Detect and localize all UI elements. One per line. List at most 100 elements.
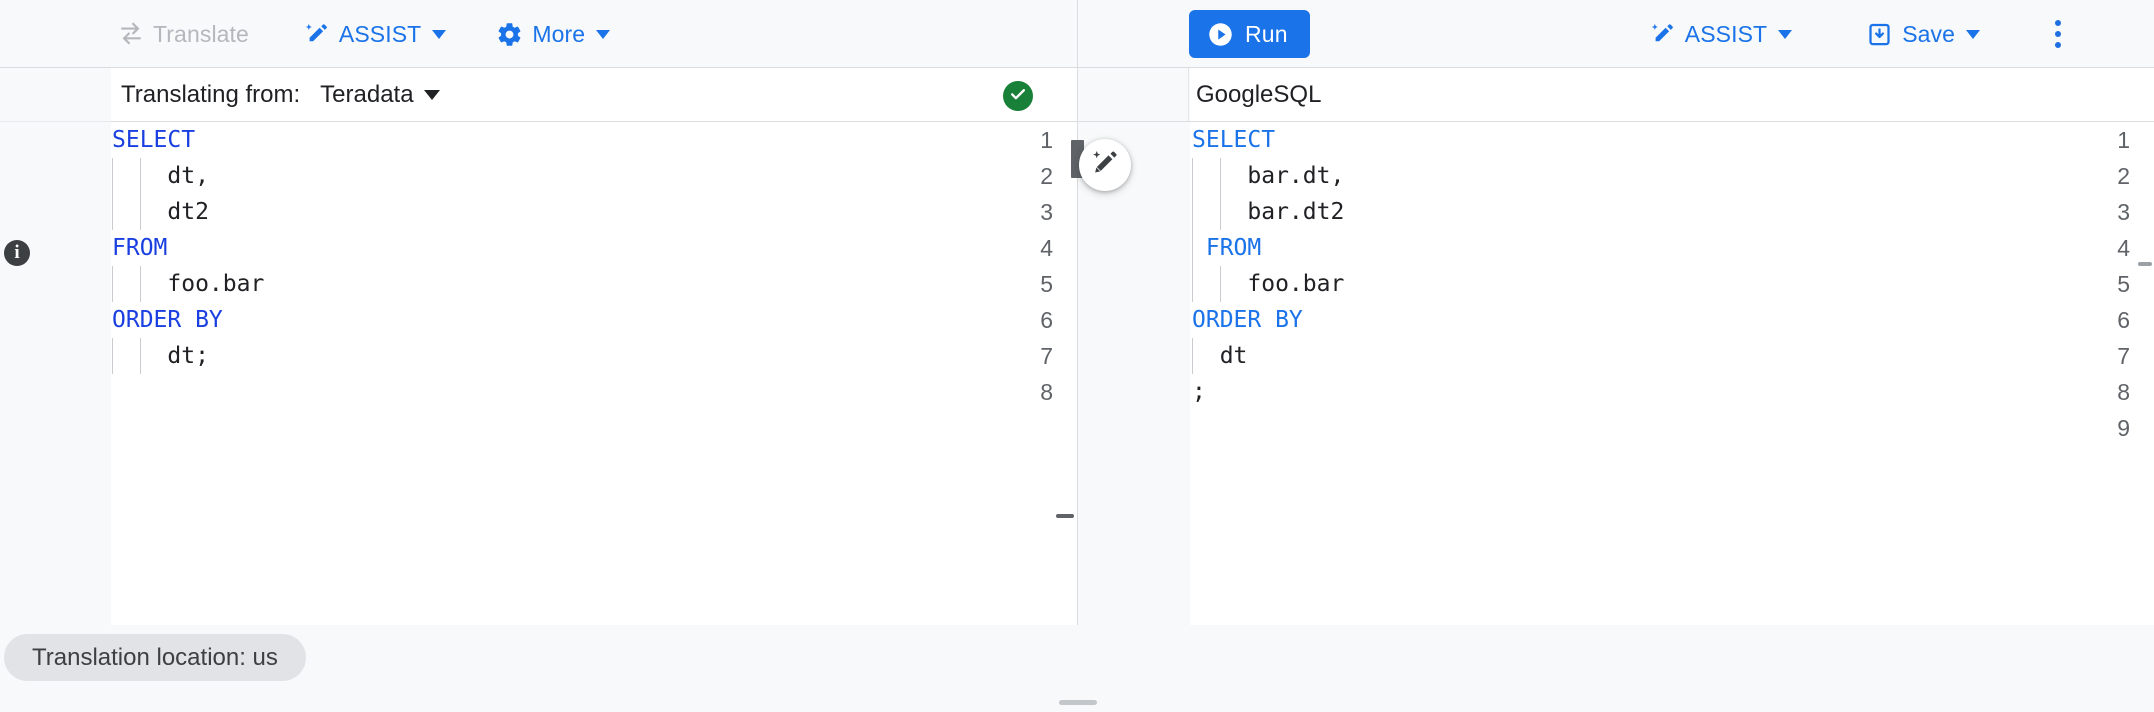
line-number: 3	[1040, 199, 1053, 225]
code-text[interactable]: ORDER BY	[1192, 307, 1303, 333]
source-scrollbar-thumb[interactable]	[1056, 514, 1074, 518]
code-text[interactable]: FROM	[112, 235, 168, 261]
code-line[interactable]: 2 bar.dt,	[1078, 158, 2154, 194]
target-dialect-value: GoogleSQL	[1196, 81, 1322, 108]
top-toolbar: Translate ASSIST	[0, 0, 2154, 68]
code-text[interactable]: ;	[1192, 379, 1206, 405]
code-line[interactable]: 7 dt	[1078, 338, 2154, 374]
save-disk-icon	[1866, 21, 1893, 48]
indent-guide	[112, 338, 113, 374]
code-text[interactable]: SELECT	[1192, 127, 1276, 153]
save-button[interactable]: Save	[1856, 12, 1990, 56]
indent-guide	[139, 338, 141, 374]
code-line[interactable]: 1 SELECT	[0, 122, 1077, 158]
header-underline	[111, 121, 2154, 122]
editor-header-row: Translating from: Teradata GoogleSQL	[0, 68, 2154, 122]
source-dialect-value: Teradata	[320, 81, 414, 108]
toolbar-vertical-divider	[1077, 0, 1078, 68]
magic-pencil-icon	[303, 21, 330, 48]
assist-button-left[interactable]: ASSIST	[293, 12, 456, 56]
header-divider-1	[1077, 68, 1078, 122]
line-number: 7	[1040, 343, 1053, 369]
pane-splitter[interactable]	[1077, 122, 1078, 625]
gear-icon	[496, 21, 523, 48]
code-text[interactable]: bar.dt2	[1192, 199, 1345, 225]
code-text[interactable]: dt	[1192, 343, 1248, 369]
magic-pencil-icon	[1649, 21, 1676, 48]
indent-guide	[112, 266, 113, 302]
translation-location-label: Translation location: us	[32, 643, 278, 671]
indent-guide	[1192, 338, 1193, 374]
code-line[interactable]: 2 dt,	[0, 158, 1077, 194]
code-text[interactable]: bar.dt,	[1192, 163, 1345, 189]
vertical-scrollbar-thumb[interactable]	[2138, 262, 2152, 266]
code-line[interactable]: 5 foo.bar	[0, 266, 1077, 302]
more-button-label: More	[532, 20, 586, 47]
translation-status-badge	[1003, 81, 1033, 111]
code-text[interactable]: foo.bar	[112, 271, 265, 297]
translation-location-chip[interactable]: Translation location: us	[4, 634, 306, 681]
toolbar-right-group: Run ASSIST	[1078, 0, 2154, 68]
source-dialect-selector[interactable]: Teradata	[320, 81, 440, 109]
line-number: 3	[2117, 199, 2130, 225]
assist-button-right[interactable]: ASSIST	[1639, 12, 1802, 56]
assist-button-left-label: ASSIST	[338, 20, 422, 47]
chevron-down-icon	[596, 29, 611, 39]
code-text[interactable]: FROM	[1192, 235, 1262, 261]
code-line[interactable]: 3 dt2	[0, 194, 1077, 230]
code-text[interactable]: dt,	[112, 163, 209, 189]
indent-guide	[112, 158, 113, 230]
code-text[interactable]: dt2	[112, 199, 209, 225]
more-button[interactable]: More	[486, 12, 620, 56]
line-number: 9	[2117, 415, 2130, 441]
code-text[interactable]: foo.bar	[1192, 271, 1345, 297]
line-number: 8	[1040, 379, 1053, 405]
line-number: 6	[2117, 307, 2130, 333]
toolbar-left-group: Translate ASSIST	[0, 0, 1077, 68]
status-bar	[0, 625, 2154, 712]
code-line[interactable]: 9	[1078, 410, 2154, 446]
line-number: 2	[1040, 163, 1053, 189]
line-number: 7	[2117, 343, 2130, 369]
source-code-surface[interactable]	[111, 122, 1077, 625]
kebab-menu-icon	[2055, 31, 2062, 37]
line-number: 5	[1040, 271, 1053, 297]
header-divider-2	[1188, 68, 1189, 122]
indent-guide	[139, 158, 141, 230]
line-number: 1	[1040, 127, 1053, 153]
code-text[interactable]: SELECT	[112, 127, 196, 153]
run-button[interactable]: Run	[1189, 10, 1310, 58]
translate-button-label: Translate	[153, 20, 249, 47]
source-dialect-bar: Translating from: Teradata	[111, 68, 1077, 122]
indent-guide	[1219, 158, 1221, 230]
code-line[interactable]: 5 foo.bar	[1078, 266, 2154, 302]
overflow-menu-button[interactable]	[2036, 12, 2080, 56]
code-line[interactable]: 4 FROM	[1078, 230, 2154, 266]
line-number: 1	[2117, 127, 2130, 153]
source-line-number-gutter	[0, 122, 111, 625]
kebab-menu-icon	[2055, 42, 2062, 48]
code-text[interactable]: ORDER BY	[112, 307, 223, 333]
error-squiggle	[112, 149, 195, 156]
code-line[interactable]: 1 SELECT	[1078, 122, 2154, 158]
translate-button[interactable]: Translate	[108, 12, 259, 56]
target-code-surface[interactable]	[1190, 122, 2154, 625]
assist-button-right-label: ASSIST	[1684, 20, 1768, 47]
line-number: 8	[2117, 379, 2130, 405]
code-text[interactable]: dt;	[112, 343, 209, 369]
code-line[interactable]: 6 ORDER BY	[1078, 302, 2154, 338]
code-line[interactable]: 3 bar.dt2	[1078, 194, 2154, 230]
info-icon[interactable]: i	[4, 240, 30, 266]
code-line[interactable]: 7 dt;	[0, 338, 1077, 374]
code-line[interactable]: 8;	[1078, 374, 2154, 410]
assist-floating-button[interactable]	[1079, 139, 1131, 191]
code-line[interactable]: 8	[0, 374, 1077, 410]
bottom-resize-grip[interactable]	[1059, 700, 1097, 705]
